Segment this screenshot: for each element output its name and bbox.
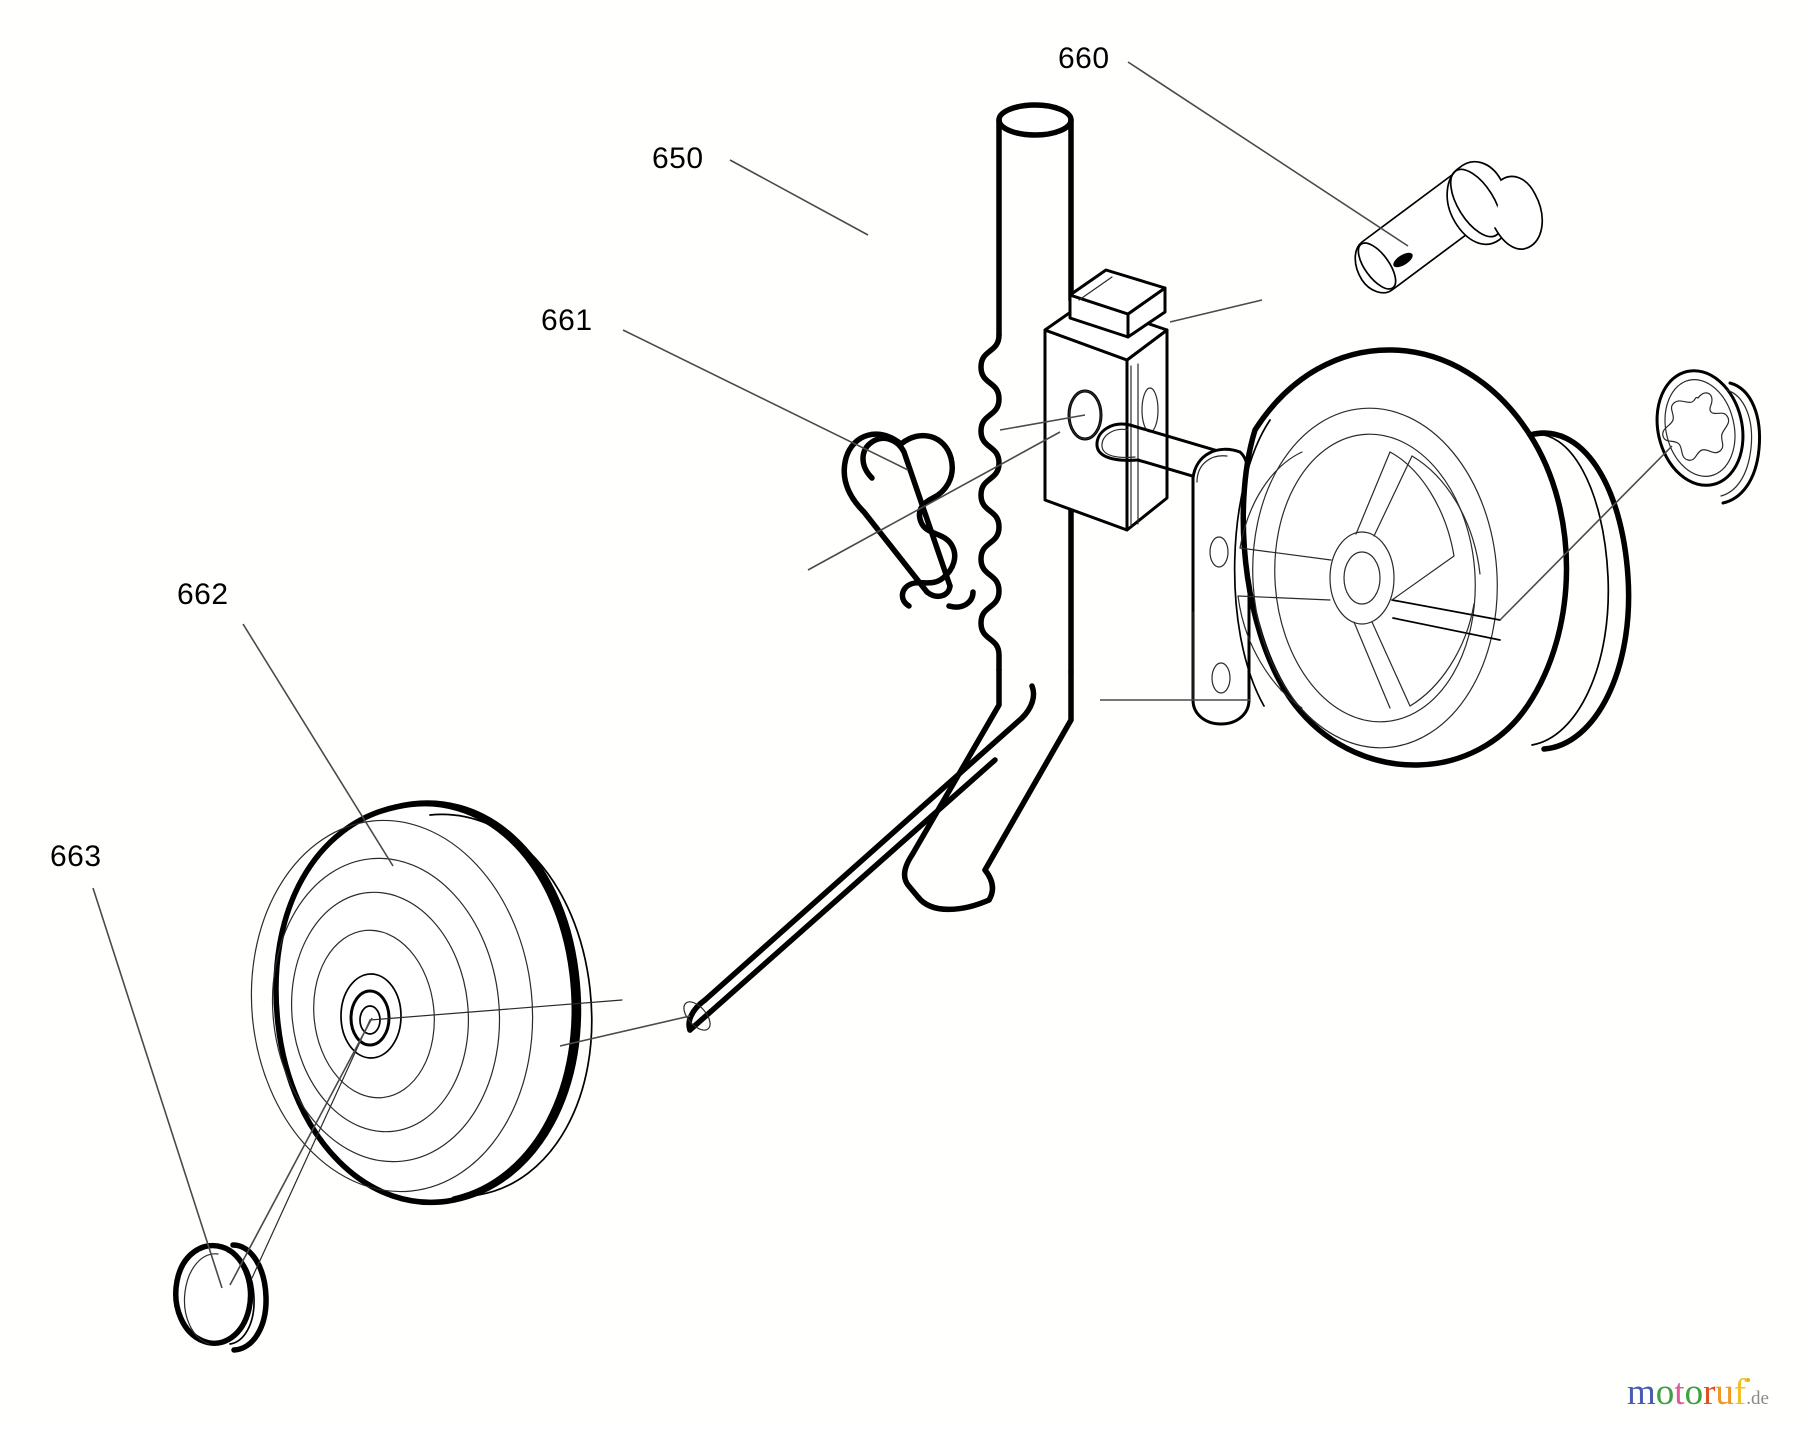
push-nut-star-washer [1655, 369, 1762, 505]
logo-letter-u: u [1715, 1372, 1734, 1413]
logo-letter-m: m [1627, 1372, 1656, 1413]
callout-662-label: 662 [177, 578, 229, 611]
wheel-spoked [1233, 347, 1632, 768]
part-661-hairpin-cotter-clip [841, 431, 976, 610]
leader-662 [242, 623, 394, 867]
callout-660-label: 660 [1058, 42, 1110, 75]
part-650-support-rod-notched [901, 102, 1074, 913]
logo-letter-t: t [1674, 1372, 1685, 1413]
logo-letter-o1: o [1655, 1372, 1675, 1413]
motoruf-watermark-logo: motoruf.de [1627, 1374, 1769, 1411]
leader-660 [1127, 61, 1409, 247]
callout-leaders [92, 61, 1673, 1289]
leader-661 [622, 329, 909, 471]
callout-663-label: 663 [50, 840, 102, 873]
leader-cap-to-hub [229, 1017, 373, 1286]
square-bracket-collar [1043, 268, 1169, 532]
callout-numbers: 650 660 661 662 663 [50, 42, 1110, 873]
leader-663 [92, 887, 223, 1289]
part-660-clevis-pin-bolt [1354, 160, 1544, 294]
axle-rod-left [683, 683, 1037, 1033]
callout-661-label: 661 [541, 304, 593, 337]
logo-dot [1746, 1378, 1750, 1382]
logo-letter-r: r [1703, 1372, 1716, 1413]
leader-650 [729, 159, 869, 236]
leader-bracket-hole [999, 414, 1086, 431]
part-662-wheel-solid [250, 800, 623, 1206]
leader-axle-to-wheel662 [559, 1015, 691, 1047]
leader-bracket-top [1169, 299, 1263, 323]
part-663-hub-cap [173, 1019, 371, 1353]
leader-starwasher [1499, 445, 1673, 621]
callout-650-label: 650 [652, 142, 704, 175]
logo-suffix-de: .de [1746, 1388, 1769, 1409]
logo-letter-f: f [1733, 1372, 1747, 1413]
logo-letter-o2: o [1684, 1372, 1704, 1413]
leader-661b [807, 431, 1061, 571]
